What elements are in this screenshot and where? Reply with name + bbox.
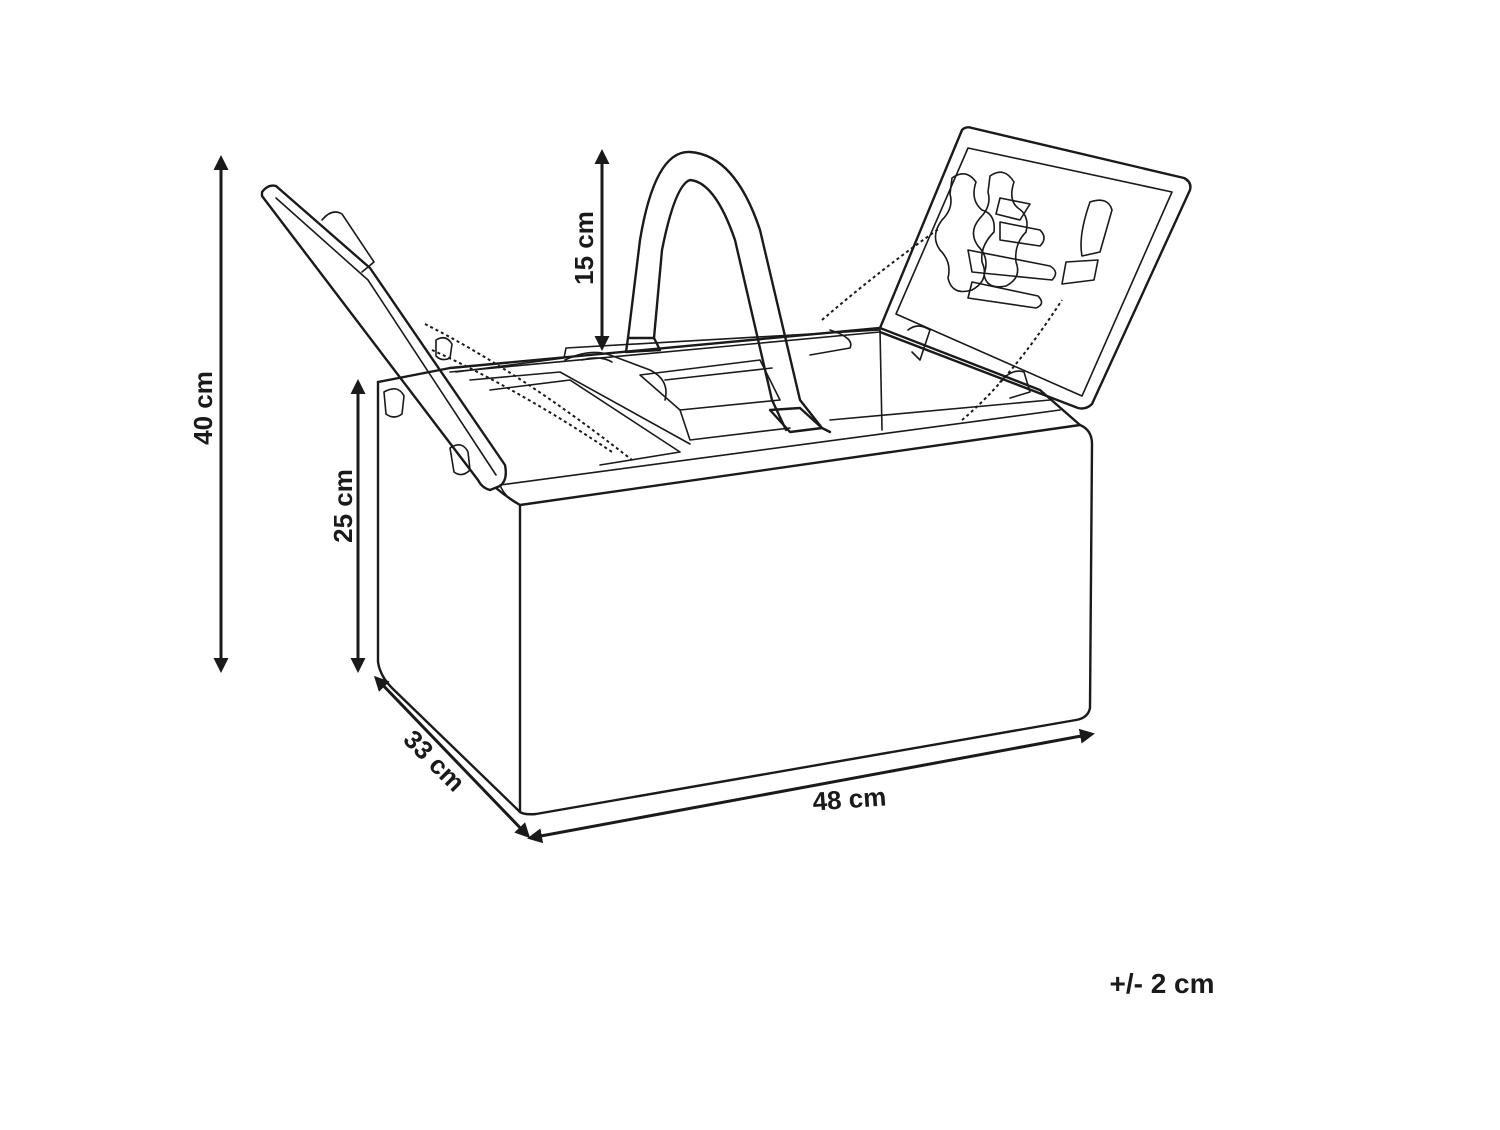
basket-interior [455, 329, 1051, 466]
basket-handle [564, 150, 832, 434]
basket-body [376, 326, 1094, 816]
tolerance-label: +/- 2 cm [1109, 968, 1214, 999]
dim-handle-height-label: 15 cm [569, 211, 599, 285]
dim-width-label: 48 cm [812, 781, 888, 816]
dim-handle-height: 15 cm [569, 149, 610, 351]
dim-total-height: 40 cm [188, 155, 229, 673]
right-lid [878, 126, 1192, 410]
cutlery-icon [934, 171, 1113, 309]
dim-depth-label: 33 cm [398, 724, 471, 797]
dim-body-height: 25 cm [328, 379, 366, 673]
dim-total-height-label: 40 cm [188, 371, 218, 445]
dim-width: 48 cm [527, 728, 1095, 844]
lid-chains [424, 227, 1063, 461]
left-lid [260, 184, 508, 492]
dim-depth: 33 cm [373, 675, 531, 839]
dim-body-height-label: 25 cm [328, 469, 358, 543]
